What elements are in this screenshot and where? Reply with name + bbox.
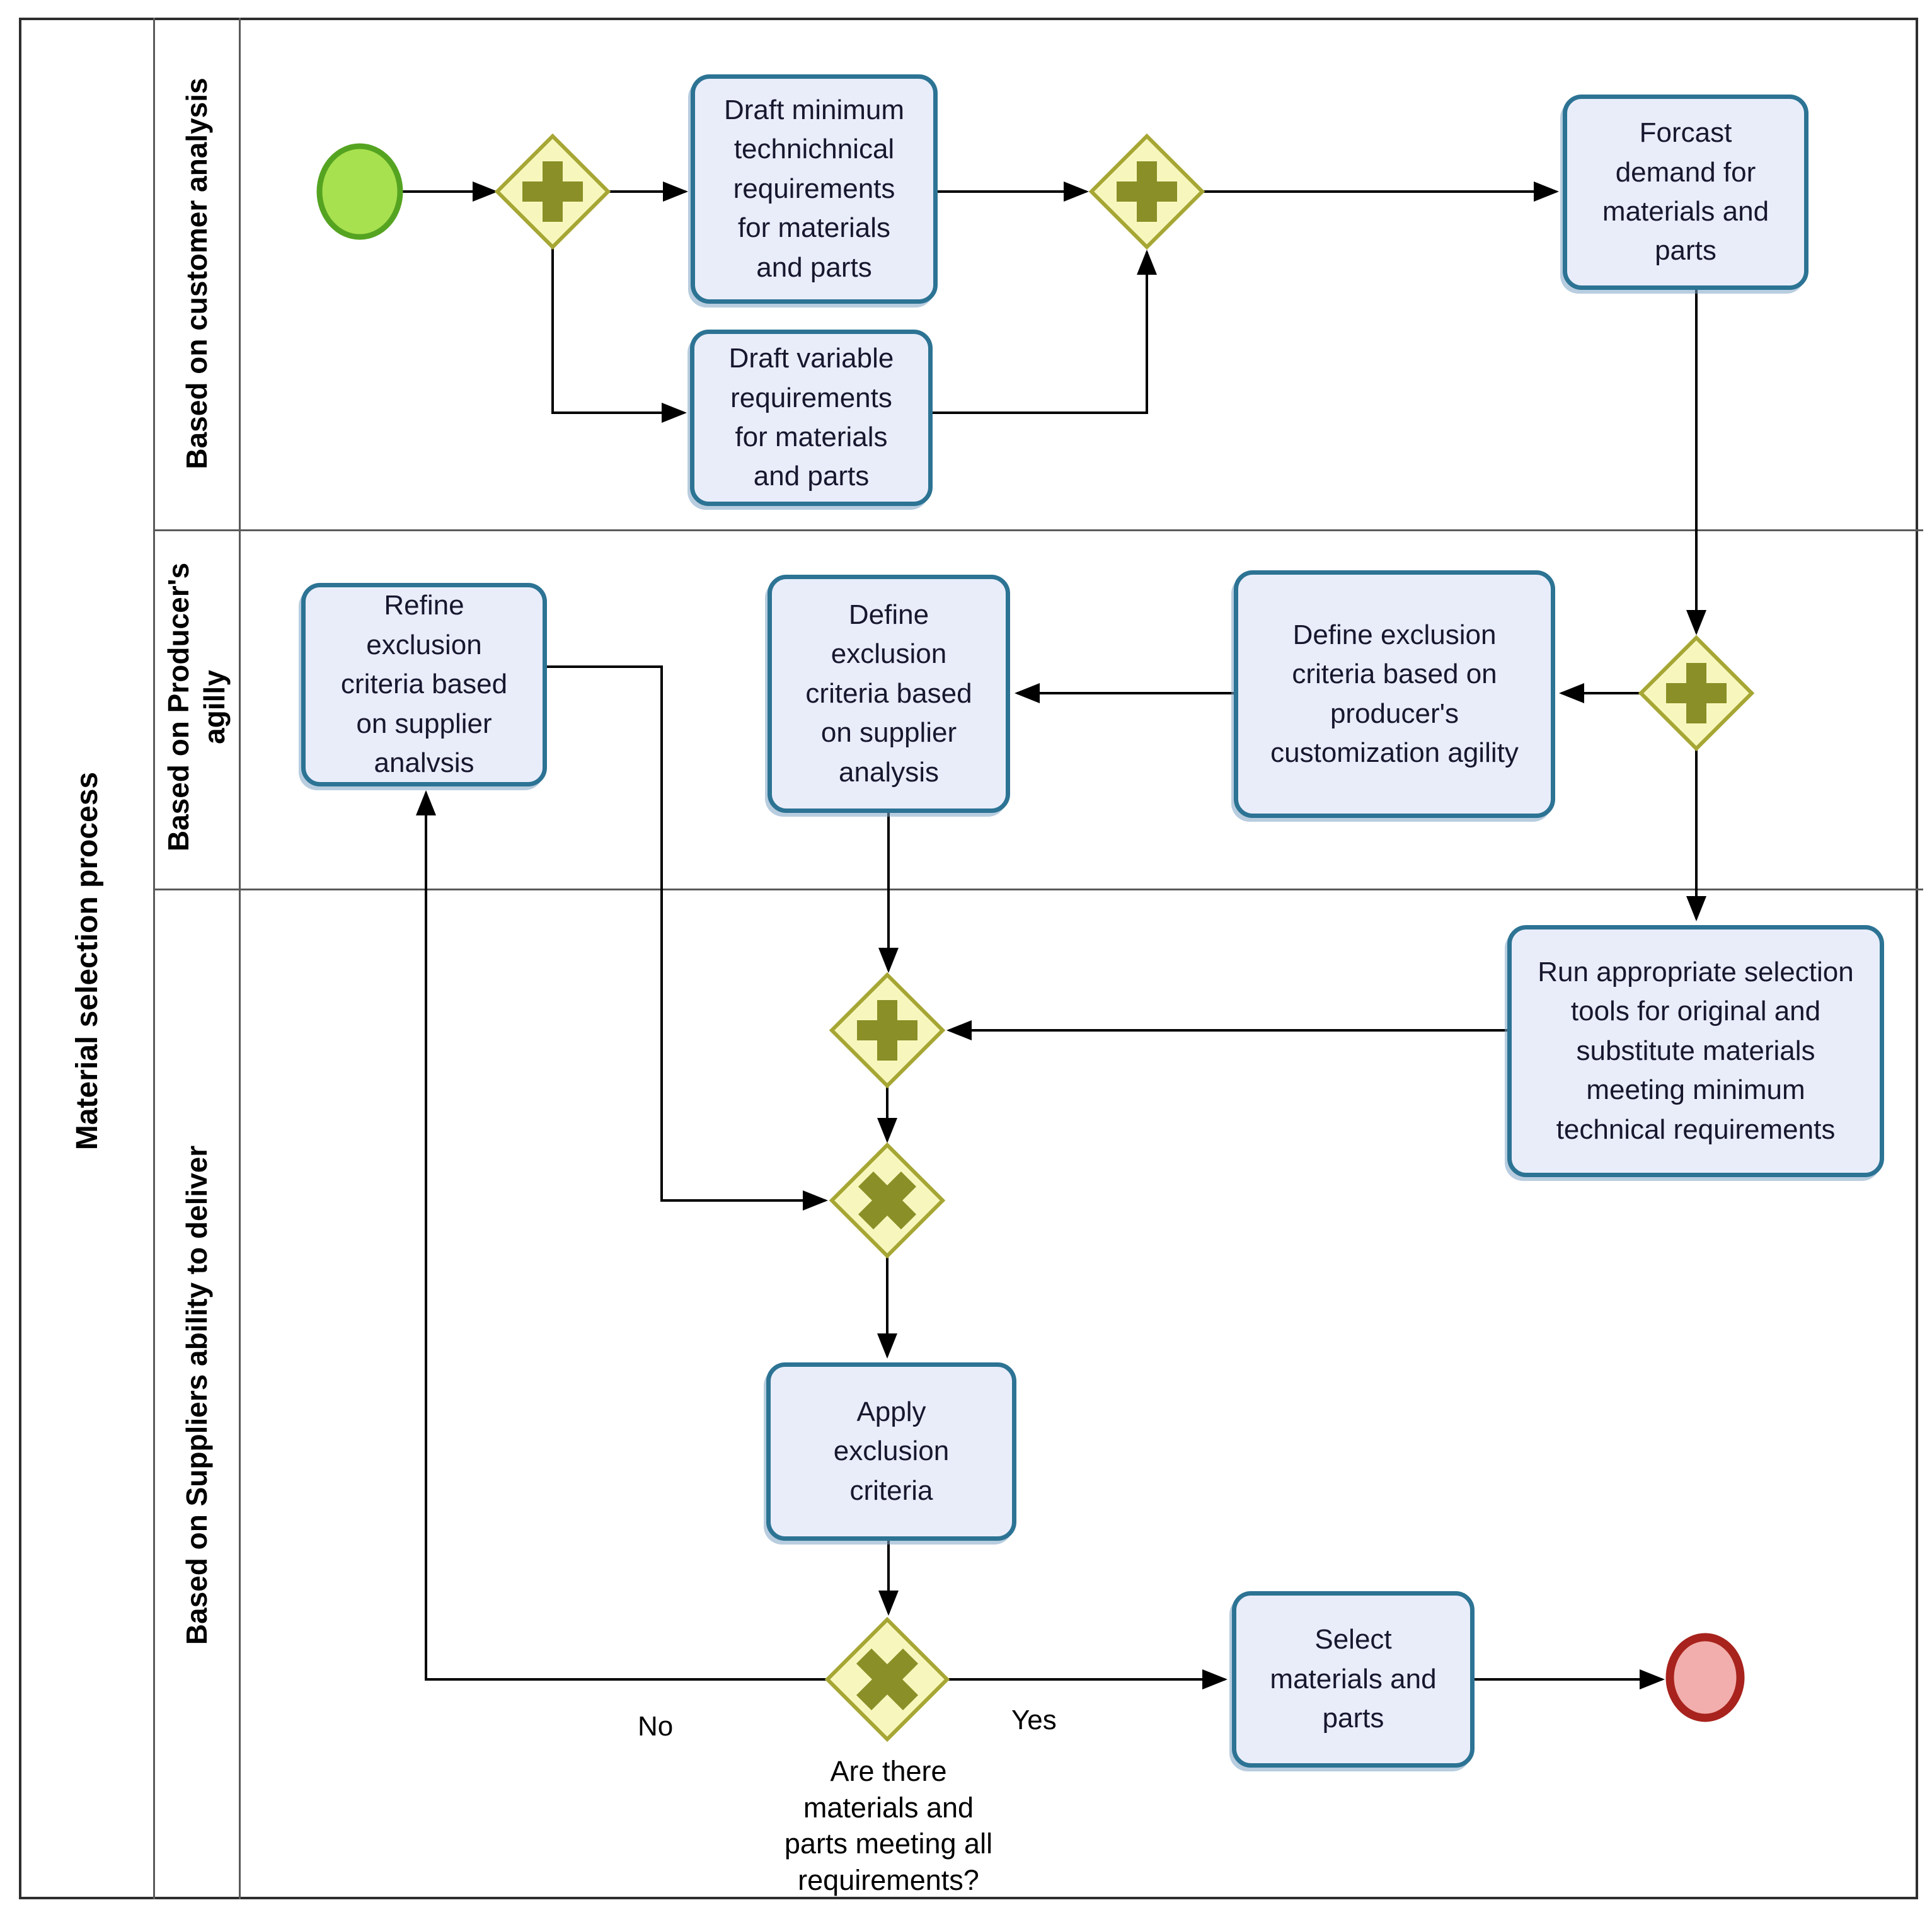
task-draft-variable-requirements: Draft variable requirements for material… bbox=[690, 330, 933, 506]
end-event bbox=[1665, 1633, 1745, 1722]
label-decision-question: Are there materials and parts meeting al… bbox=[784, 1755, 993, 1896]
task-forecast-demand: Forcast demand for materials and parts bbox=[1563, 95, 1808, 290]
start-event bbox=[316, 143, 403, 240]
plus-icon bbox=[1666, 663, 1727, 723]
plus-icon bbox=[857, 1000, 917, 1061]
label-yes: Yes bbox=[1011, 1705, 1057, 1735]
task-draft-minimum-requirements: Draft minimum technichnical requirements… bbox=[691, 74, 938, 304]
x-icon bbox=[856, 1648, 919, 1711]
plus-icon bbox=[1117, 161, 1177, 222]
flow-split-to-draft-variable bbox=[551, 247, 687, 423]
lane-divider-1 bbox=[155, 529, 1923, 531]
gateway-parallel-join-requirements bbox=[1088, 133, 1205, 250]
task-select-materials: Select materials and parts bbox=[1232, 1591, 1475, 1768]
task-define-exclusion-producer: Define exclusion criteria based on produ… bbox=[1234, 570, 1555, 818]
flow-draft-variable-to-join bbox=[933, 250, 1157, 414]
pool-label-band bbox=[19, 18, 155, 1899]
task-run-selection-tools: Run appropriate selection tools for orig… bbox=[1507, 925, 1884, 1177]
flow-refine-to-merge bbox=[547, 665, 828, 1211]
gateway-exclusive-merge bbox=[829, 1142, 946, 1259]
pool-border bbox=[19, 18, 1918, 1899]
task-apply-exclusion-criteria: Apply exclusion criteria bbox=[766, 1362, 1016, 1541]
gateway-parallel-join-criteria bbox=[829, 972, 946, 1089]
gateway-parallel-split-requirements bbox=[494, 133, 611, 250]
flow-decision-no-to-refine bbox=[416, 790, 827, 1681]
label-no: No bbox=[638, 1711, 674, 1742]
task-define-exclusion-supplier: Define exclusion criteria based on suppl… bbox=[768, 575, 1010, 813]
lane-label-band bbox=[155, 18, 241, 1899]
gateway-parallel-split-criteria bbox=[1638, 635, 1755, 752]
plus-icon bbox=[522, 161, 583, 222]
x-icon bbox=[858, 1171, 917, 1230]
gateway-exclusive-decision bbox=[824, 1616, 950, 1742]
lane-divider-2 bbox=[155, 889, 1923, 890]
task-refine-exclusion-criteria: Refine exclusion criteria based on suppl… bbox=[301, 583, 547, 786]
